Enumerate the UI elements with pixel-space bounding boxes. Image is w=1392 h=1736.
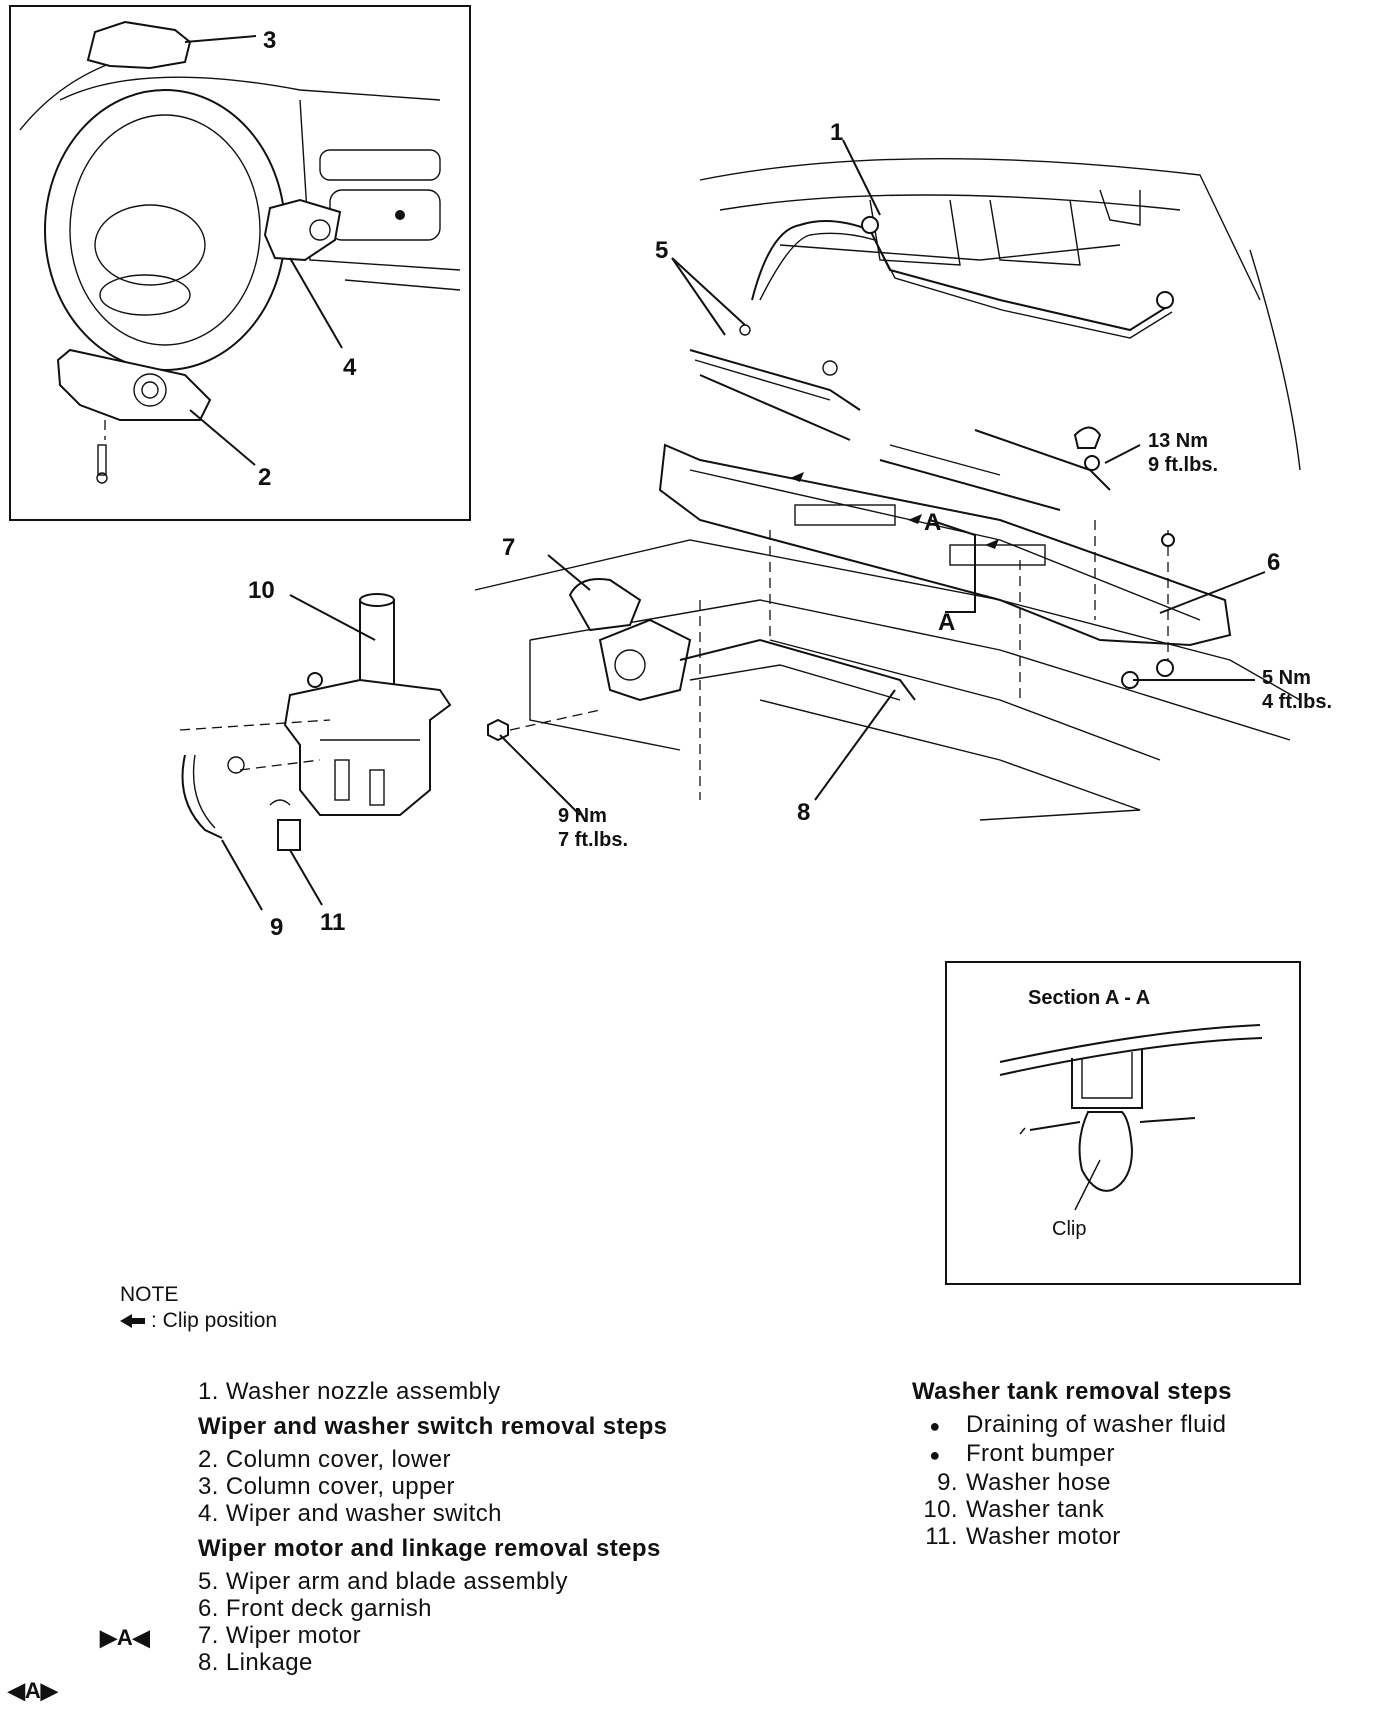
wiper-washer-switch bbox=[263, 198, 342, 262]
note-text: : Clip position bbox=[151, 1309, 278, 1332]
step-6: 6. Front deck garnish bbox=[198, 1595, 432, 1622]
clip-arrow-icon bbox=[120, 1314, 132, 1329]
wiper-blade-right bbox=[879, 459, 1061, 511]
section-title: Section A - A bbox=[1028, 987, 1150, 1009]
section-a-a-inset bbox=[945, 961, 1301, 1285]
callout-1: 1 bbox=[830, 119, 843, 146]
washer-nozzle-hose bbox=[751, 220, 1171, 332]
washer-tank bbox=[283, 678, 452, 816]
washer-hose bbox=[181, 754, 223, 839]
callout-10: 10 bbox=[248, 577, 275, 604]
callout-7: 7 bbox=[502, 534, 515, 561]
note-title: NOTE bbox=[120, 1283, 179, 1306]
tank-step-10: 10.Washer tank bbox=[923, 1496, 1105, 1523]
inset-frame bbox=[9, 5, 471, 521]
bullet-icon: ● bbox=[929, 1445, 941, 1465]
section-marker-a-bottom: A bbox=[938, 609, 955, 636]
torque-5nm: 5 Nm bbox=[1262, 667, 1311, 689]
wiper-linkage bbox=[679, 638, 916, 701]
callout-8: 8 bbox=[797, 799, 810, 826]
step-4: 4. Wiper and washer switch bbox=[198, 1500, 502, 1527]
heading-switch-removal: Wiper and washer switch removal steps bbox=[198, 1413, 668, 1440]
step-1: 1. Washer nozzle assembly bbox=[198, 1378, 501, 1405]
cowl-assembly bbox=[474, 139, 1301, 821]
step-5: 5. Wiper arm and blade assembly bbox=[198, 1568, 568, 1595]
note-line: : Clip position bbox=[120, 1308, 277, 1334]
heading-motor-removal: Wiper motor and linkage removal steps bbox=[198, 1535, 661, 1562]
tank-step-11: 11.Washer motor bbox=[925, 1523, 1121, 1550]
callout-2: 2 bbox=[258, 464, 271, 491]
callout-11: 11 bbox=[320, 909, 345, 936]
washer-tank-assembly bbox=[179, 593, 452, 911]
step-3: 3. Column cover, upper bbox=[198, 1473, 455, 1500]
washer-motor bbox=[277, 819, 301, 851]
torque-13nm: 13 Nm bbox=[1148, 430, 1208, 452]
section-frame bbox=[945, 961, 1301, 1285]
wiper-arm-left bbox=[689, 349, 861, 411]
section-marker-a-top: A bbox=[924, 509, 941, 536]
column-cover-lower bbox=[56, 348, 212, 421]
right-steps: Washer tank removal steps ●Draining of w… bbox=[912, 1378, 1332, 1550]
step-7: 7. Wiper motor bbox=[198, 1622, 361, 1649]
step-8: 8. Linkage bbox=[198, 1649, 313, 1676]
note-block: NOTE : Clip position bbox=[120, 1282, 277, 1334]
steering-wheel bbox=[44, 89, 286, 371]
callout-4: 4 bbox=[343, 354, 357, 381]
torque-7ftlbs: 7 ft.lbs. bbox=[558, 829, 628, 851]
tank-step-9: 9.Washer hose bbox=[937, 1469, 1111, 1496]
clip bbox=[1078, 1111, 1134, 1192]
marker-a-outer: ◀A▶ bbox=[8, 1678, 58, 1703]
step-2: 2. Column cover, lower bbox=[198, 1446, 451, 1473]
torque-9nm: 9 Nm bbox=[558, 805, 607, 827]
wiper-motor bbox=[568, 578, 642, 632]
steering-column-inset bbox=[9, 5, 471, 521]
torque-4ftlbs: 4 ft.lbs. bbox=[1262, 691, 1332, 713]
torque-9ftlbs: 9 ft.lbs. bbox=[1148, 454, 1218, 476]
callout-6: 6 bbox=[1267, 549, 1280, 576]
left-steps: 1. Washer nozzle assembly Wiper and wash… bbox=[198, 1378, 698, 1676]
bullet-icon: ● bbox=[929, 1416, 941, 1436]
wiper-blade-left bbox=[699, 374, 851, 441]
callout-5: 5 bbox=[655, 237, 668, 264]
tank-step-b1: ●Draining of washer fluid bbox=[912, 1411, 1332, 1440]
tank-step-b2: ●Front bumper bbox=[912, 1440, 1332, 1469]
column-cover-upper bbox=[86, 20, 192, 70]
callout-3: 3 bbox=[263, 27, 276, 54]
clip-label: Clip bbox=[1052, 1218, 1086, 1240]
heading-tank-removal: Washer tank removal steps bbox=[912, 1378, 1232, 1405]
marker-a-inner: ▶A◀ bbox=[100, 1625, 150, 1650]
callout-9: 9 bbox=[270, 914, 283, 941]
